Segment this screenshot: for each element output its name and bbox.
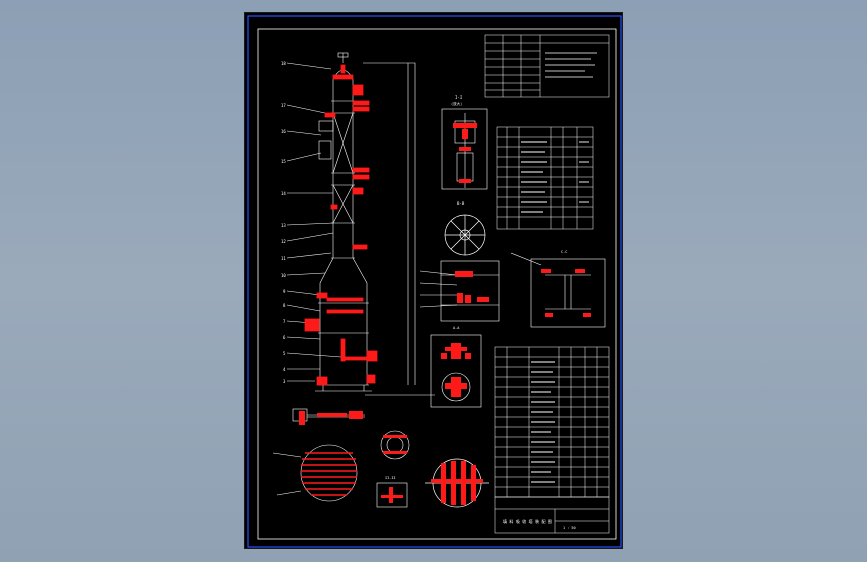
tower-red-highlights (304, 64, 378, 386)
nozzle-table-entries (521, 141, 589, 213)
technical-data-notes (545, 52, 597, 78)
support-beam-section (510, 252, 606, 328)
svg-text:5: 5 (283, 351, 286, 356)
tower-part-numbers: 18 17 16 15 14 13 12 11 10 9 8 7 6 5 4 3 (281, 61, 286, 384)
technical-data-table (484, 34, 610, 98)
svg-text:6: 6 (283, 335, 286, 340)
svg-text:12: 12 (281, 239, 286, 244)
section-label-middle: B-B (457, 201, 465, 206)
svg-text:10: 10 (281, 273, 286, 278)
tower-main-view (286, 52, 416, 392)
bottom-left-red (299, 411, 363, 425)
flange-detail (430, 334, 482, 408)
svg-text:9: 9 (283, 289, 286, 294)
title-block-main-title: 填 料 吸 收 塔 装 配 图 (503, 518, 552, 524)
detail-view-nozzle (419, 260, 500, 322)
flange-detail-red (441, 343, 471, 397)
svg-text:4: 4 (283, 367, 286, 372)
outer-border (247, 15, 622, 548)
svg-text:18: 18 (281, 61, 286, 66)
detail-view-nozzle-red (455, 271, 489, 303)
svg-text:3: 3 (283, 379, 286, 384)
parts-list-table (494, 346, 610, 498)
svg-text:13: 13 (281, 223, 286, 228)
detail-view-upper-red (453, 123, 477, 183)
title-block-scale: 1 : 50 (563, 526, 576, 530)
svg-text:14: 14 (281, 191, 286, 196)
svg-text:17: 17 (281, 103, 286, 108)
support-beam-red (541, 269, 591, 317)
distributor-plan-view (444, 214, 486, 256)
title-block (494, 496, 610, 534)
section-label-nozzle: A-A (453, 326, 460, 330)
nozzle-table (496, 126, 594, 230)
svg-text:11: 11 (281, 256, 286, 261)
svg-text:15: 15 (281, 159, 286, 164)
section-label-bottom: II-II (385, 476, 396, 480)
center-bottom-red (381, 435, 407, 503)
section-label-upper: I-I (455, 95, 463, 100)
distribution-plate-hatch (301, 452, 357, 496)
svg-text:8: 8 (283, 303, 286, 308)
svg-text:16: 16 (281, 129, 286, 134)
parts-list-entries (531, 361, 555, 483)
right-circular-detail-red (431, 461, 483, 505)
svg-text:7: 7 (283, 319, 286, 324)
bottom-left-details (272, 408, 365, 502)
section-label-upper-sub: (放大) (451, 101, 462, 106)
section-label-beam: C-C (561, 250, 567, 254)
inner-border (257, 28, 617, 540)
